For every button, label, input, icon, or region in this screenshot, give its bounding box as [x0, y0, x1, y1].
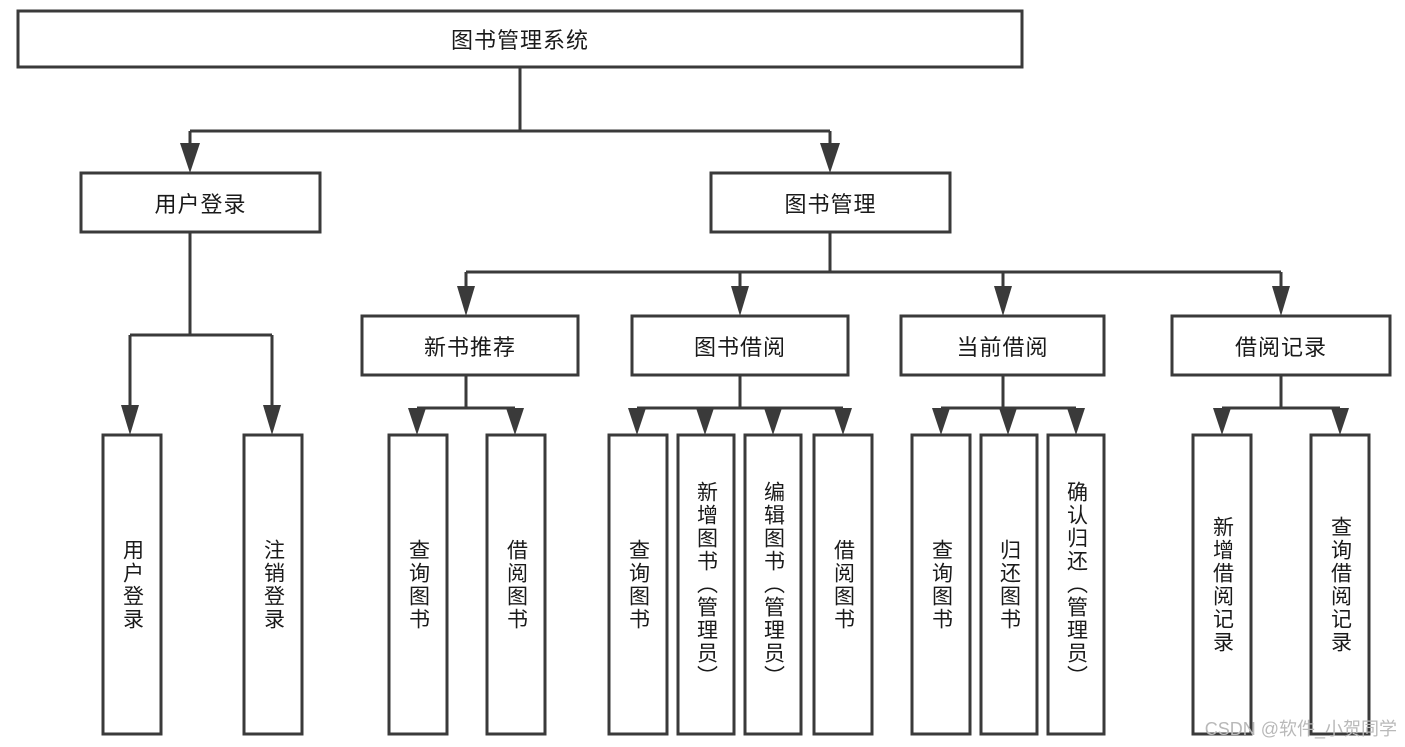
- edges-user-login-to-leaves: [121, 232, 281, 435]
- node-box-leaf-borrow-book-1[interactable]: [485, 433, 547, 736]
- arrow-leaf-borrow-book-2: [834, 408, 852, 435]
- node-box-current-borrow[interactable]: [899, 314, 1106, 377]
- arrow-leaf-add-book: [696, 408, 714, 435]
- arrow-leaf-query-book-1: [408, 408, 426, 435]
- node-box-leaf-add-record[interactable]: [1191, 433, 1253, 736]
- edges-root-to-level2: [180, 67, 840, 173]
- arrow-book-manage: [820, 143, 840, 173]
- node-box-leaf-query-record[interactable]: [1309, 433, 1371, 736]
- node-box-book-manage[interactable]: [709, 171, 952, 234]
- arrow-borrow-record: [1272, 286, 1290, 316]
- arrow-book-borrow: [731, 286, 749, 316]
- node-box-leaf-user-login[interactable]: [101, 433, 163, 736]
- edges-current-borrow-to-leaves: [932, 375, 1085, 435]
- edges-borrow-record-to-leaves: [1213, 375, 1349, 435]
- node-box-leaf-logout[interactable]: [242, 433, 304, 736]
- arrow-leaf-add-record: [1213, 408, 1231, 435]
- node-box-user-login[interactable]: [79, 171, 322, 234]
- arrow-leaf-return-book: [999, 408, 1017, 435]
- edges-book-borrow-to-leaves: [628, 375, 852, 435]
- arrow-new-book-recommend: [457, 286, 475, 316]
- node-box-leaf-add-book[interactable]: [676, 433, 736, 736]
- arrow-leaf-query-book-2: [628, 408, 646, 435]
- arrow-leaf-confirm-return: [1067, 408, 1085, 435]
- node-box-leaf-query-book-1[interactable]: [387, 433, 449, 736]
- arrow-leaf-logout: [263, 405, 281, 435]
- edges-new-book-recommend-to-leaves: [408, 375, 524, 435]
- node-box-leaf-query-book-2[interactable]: [607, 433, 669, 736]
- arrow-current-borrow: [994, 286, 1012, 316]
- node-box-borrow-record[interactable]: [1170, 314, 1392, 377]
- arrow-leaf-borrow-book-1: [506, 408, 524, 435]
- arrow-leaf-edit-book: [764, 408, 782, 435]
- edges-book-manage-to-level3: [457, 232, 1290, 316]
- arrow-leaf-query-record: [1331, 408, 1349, 435]
- node-box-root[interactable]: [16, 9, 1024, 69]
- node-box-leaf-edit-book[interactable]: [743, 433, 803, 736]
- node-box-leaf-confirm-return[interactable]: [1046, 433, 1106, 736]
- arrow-user-login: [180, 143, 200, 173]
- csdn-watermark: CSDN @软件_小贺同学: [1204, 719, 1397, 739]
- arrow-leaf-user-login: [121, 405, 139, 435]
- node-box-new-book-recommend[interactable]: [360, 314, 580, 377]
- node-box-book-borrow[interactable]: [630, 314, 850, 377]
- node-box-leaf-query-book-3[interactable]: [910, 433, 972, 736]
- arrow-leaf-query-book-3: [932, 408, 950, 435]
- node-box-leaf-borrow-book-2[interactable]: [812, 433, 874, 736]
- node-box-leaf-return-book[interactable]: [979, 433, 1039, 736]
